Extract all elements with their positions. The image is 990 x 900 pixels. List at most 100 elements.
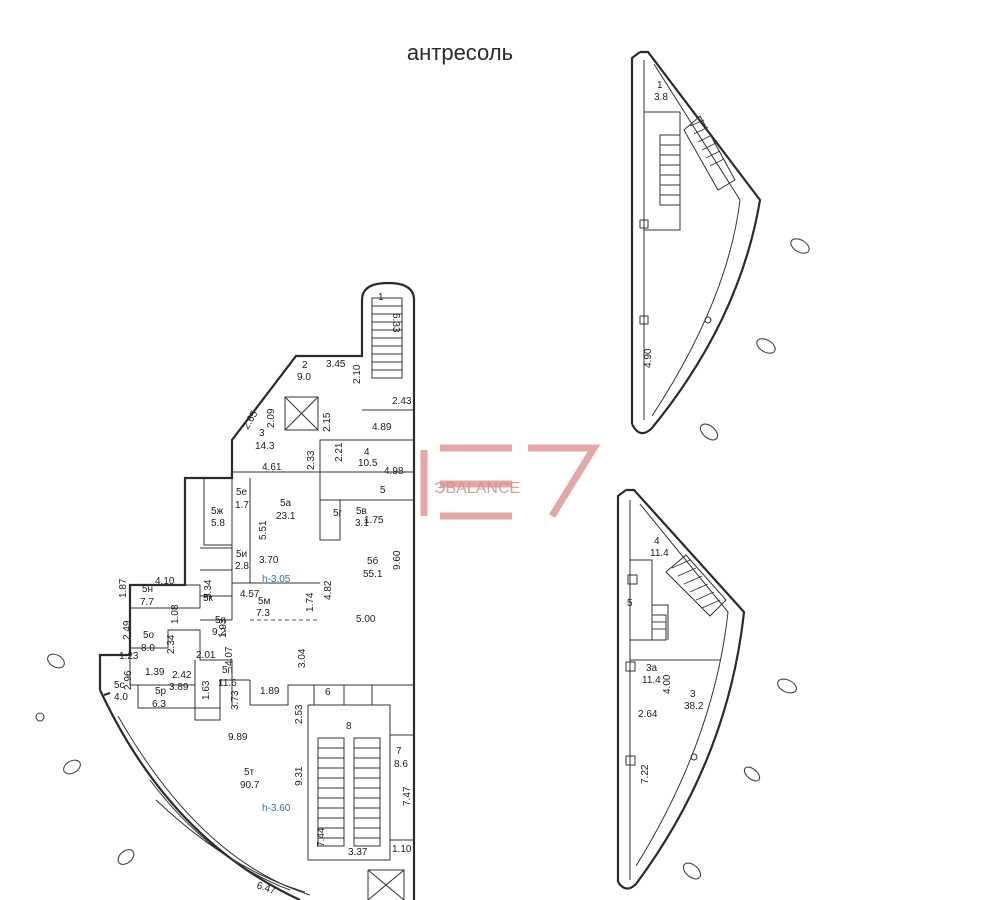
dimension: 2.43 [392, 396, 412, 407]
bottom-right-outer-wall [616, 488, 746, 890]
dimension: 4.10 [155, 576, 175, 587]
room-area: 38.2 [684, 701, 704, 712]
dimension: 9.31 [294, 766, 305, 786]
room-label: 5 [380, 485, 386, 496]
room-label: 3 [690, 689, 696, 700]
watermark-text: ЭBALANCE [434, 480, 520, 497]
room-area: 3.1 [355, 518, 369, 529]
dimension: 2.53 [294, 704, 305, 724]
dimension: 3.34 [203, 579, 214, 599]
dimension: 4.61 [262, 462, 282, 473]
room-area: 6.33 [390, 313, 401, 333]
dimension: 2.21 [334, 442, 345, 462]
dimension: 2.33 [306, 450, 317, 470]
top-right-plan: 1 3.8 4.90 [630, 50, 810, 441]
plan-title: антресоль [406, 40, 514, 65]
room-label: 5е [236, 487, 248, 498]
room-area: 7.3 [256, 608, 270, 619]
dimension: 4.07 [224, 646, 235, 666]
dimension: 1.10 [392, 844, 412, 855]
room-label: 3 [259, 428, 265, 439]
watermark-logo: ЭBALANCE [420, 444, 601, 520]
dimension: 1.63 [201, 680, 212, 700]
dimension: 7.44 [316, 827, 327, 847]
dimension: 1.39 [145, 667, 165, 678]
room-area: 90.7 [240, 780, 260, 791]
dimension: 1.74 [305, 592, 316, 612]
dimension: 3.70 [259, 555, 279, 566]
room-label: 5 [627, 598, 633, 609]
dimension: 2.64 [638, 709, 658, 720]
room-label: 5в [356, 506, 367, 517]
ceiling-height: h-3.60 [262, 803, 291, 814]
top-right-outer-wall [630, 50, 762, 435]
dimension: 3.04 [297, 648, 308, 668]
exterior-columns [35, 653, 135, 865]
dimension: 2.65 [241, 409, 260, 432]
room-area: 3.8 [654, 92, 668, 103]
dimension: 1.23 [119, 651, 139, 662]
dimension: 3.73 [230, 690, 241, 710]
room-label: 1 [378, 292, 384, 303]
room-label: 5г [333, 508, 343, 519]
dimension: 4.00 [662, 674, 673, 694]
room-label: 5и [236, 549, 247, 560]
room-label: 5м [258, 596, 271, 607]
main-outer-wall [98, 281, 416, 900]
dimension: 2.49 [122, 620, 133, 640]
dimension: 1.93 [218, 618, 229, 638]
dimension: 4.90 [643, 348, 654, 368]
room-area: 5.8 [211, 518, 225, 529]
room-label: 5о [143, 630, 155, 641]
dimension: 1.75 [364, 515, 384, 526]
dimension: 2.10 [352, 364, 363, 384]
room-label: 7 [396, 746, 402, 757]
stairwell-8 [317, 737, 381, 847]
room-area: 10.5 [358, 458, 378, 469]
room-label: 4 [364, 447, 370, 458]
room-area: 11.4 [642, 675, 661, 686]
dimension: 9.89 [228, 732, 248, 743]
room-area: 2.8 [235, 561, 249, 572]
bottom-right-plan: 4 11.4 5 3а 11.4 3 38.2 4.00 2.64 7.22 [616, 488, 797, 890]
room-label: 5н [142, 584, 153, 595]
room-area: 55.1 [363, 569, 383, 580]
main-floor-plan: 1 6.33 2 9.0 3 14.3 4 10.5 5 5а 23.1 5б … [35, 281, 416, 900]
dimension: 1.89 [260, 686, 280, 697]
stairs-top-right [659, 115, 736, 206]
room-label: 5к [203, 593, 214, 604]
room-area: 9.2 [212, 627, 226, 638]
dimension: 4.98 [384, 466, 404, 477]
room-label: 5а [280, 498, 292, 509]
dimension: 3.45 [326, 359, 346, 370]
dimension: 2.09 [266, 408, 277, 428]
room-label: 3а [646, 663, 658, 674]
dimension: 6.47 [255, 880, 277, 897]
dimension: 1.08 [170, 604, 181, 624]
room-label: 1 [657, 80, 663, 91]
stairwell-top [371, 297, 403, 379]
room-label: 5с [114, 680, 125, 691]
room-label: 2 [302, 360, 308, 371]
dimension: 7.47 [402, 786, 413, 806]
room-label: 5п [222, 665, 233, 676]
room-label: 5п [215, 615, 226, 626]
stairs-bottom-right [651, 554, 727, 641]
room-label: 5т [244, 767, 255, 778]
room-area: 8.0 [141, 643, 155, 654]
dimension: 2.01 [196, 650, 216, 661]
dimension: 2.42 [172, 670, 192, 681]
dimension: 4.89 [372, 422, 392, 433]
dimension: 7.22 [640, 764, 651, 784]
room-area: 7.7 [140, 597, 154, 608]
dimension: 5.00 [356, 614, 376, 625]
room-label: 5б [367, 555, 379, 567]
dimension: 9.60 [392, 550, 403, 570]
room-area: 11.6 [218, 678, 237, 689]
room-area: 14.3 [255, 441, 275, 452]
dimension: 2.96 [123, 670, 134, 690]
room-area: 9.0 [297, 372, 311, 383]
room-area: 6.3 [152, 699, 166, 710]
dimension: 3.89 [169, 682, 189, 693]
